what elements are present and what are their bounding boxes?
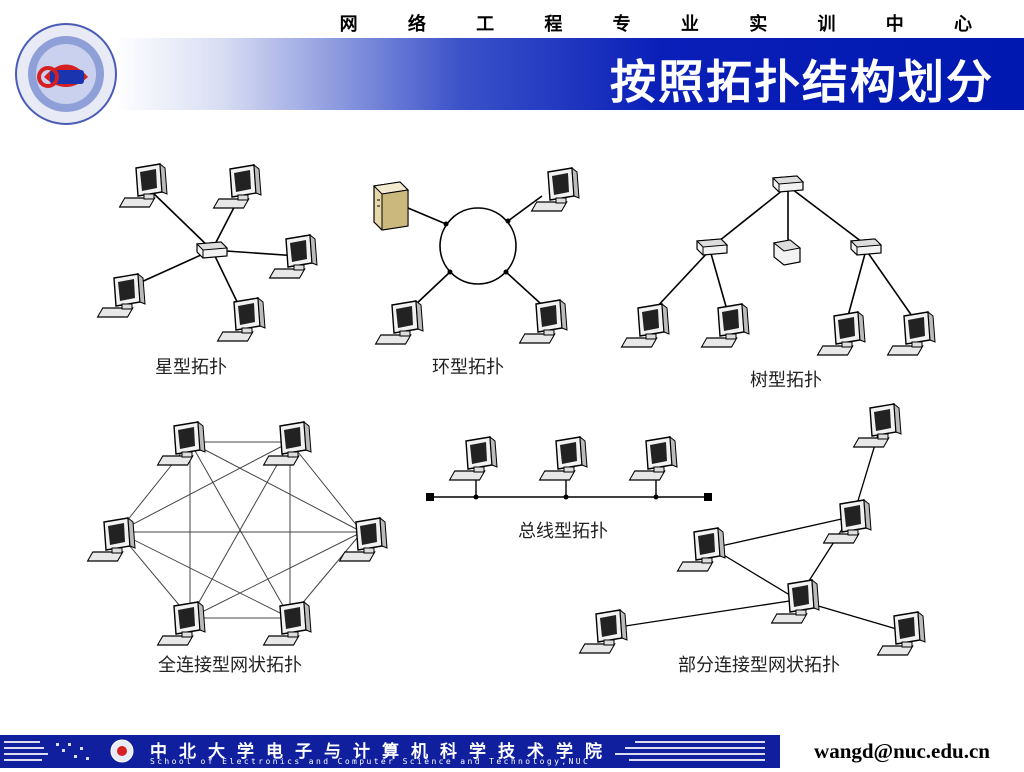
partial-mesh-topology: 部分连接型网状拓扑 — [578, 403, 926, 676]
computer-icon — [628, 436, 678, 481]
computer-icon — [156, 601, 206, 646]
computer-icon — [374, 300, 424, 345]
ring-topology-label: 环型拓扑 — [432, 357, 504, 378]
hub-icon — [696, 238, 728, 256]
computer-icon — [852, 403, 902, 448]
star-topology: 星型拓扑 — [96, 163, 318, 378]
computer-icon — [578, 609, 628, 654]
header-bar — [115, 38, 1024, 110]
server-icon — [372, 181, 410, 231]
hub-icon — [850, 238, 882, 256]
computer-icon — [620, 303, 670, 348]
footer-lines — [615, 741, 765, 761]
ring-topology: 环型拓扑 — [372, 167, 580, 378]
footer-email: wangd@nuc.edu.cn — [780, 735, 1024, 768]
computer-icon — [530, 167, 580, 212]
computer-icon — [86, 517, 136, 562]
computer-icon — [816, 311, 866, 356]
computer-icon — [538, 436, 588, 481]
hub-icon — [196, 241, 228, 259]
center-title: 网 络 工 程 专 业 实 训 中 心 — [339, 14, 994, 35]
college-logo-icon — [15, 23, 117, 125]
slide-title: 按照拓扑结构划分 — [610, 55, 994, 109]
computer-icon — [518, 299, 568, 344]
footer-school-name: 中北大学电子与计算机科学技术学院 — [150, 742, 614, 762]
full-mesh-topology-label: 全连接型网状拓扑 — [158, 655, 302, 676]
computer-icon — [448, 436, 498, 481]
computer-icon — [216, 297, 266, 342]
computer-icon — [156, 421, 206, 466]
computer-icon — [268, 234, 318, 279]
star-topology-label: 星型拓扑 — [155, 357, 227, 378]
computer-icon — [876, 611, 926, 656]
partial-mesh-topology-label: 部分连接型网状拓扑 — [678, 655, 840, 676]
computer-icon — [770, 579, 820, 624]
computer-icon — [262, 421, 312, 466]
hub-icon — [772, 175, 804, 193]
tree-topology: 树型拓扑 — [620, 175, 936, 391]
computer-icon — [676, 527, 726, 572]
hub-icon — [772, 239, 802, 266]
tree-topology-label: 树型拓扑 — [750, 370, 822, 391]
bus-topology: 总线型拓扑 — [426, 436, 712, 542]
footer-decoration — [4, 739, 134, 763]
computer-icon — [96, 273, 146, 318]
full-mesh-topology: 全连接型网状拓扑 — [86, 421, 388, 676]
computer-icon — [212, 164, 262, 209]
computer-icon — [700, 303, 750, 348]
footer-school-english: School of Electronics and Computer Scien… — [150, 757, 591, 766]
computer-icon — [886, 311, 936, 356]
bus-topology-label: 总线型拓扑 — [518, 521, 608, 542]
